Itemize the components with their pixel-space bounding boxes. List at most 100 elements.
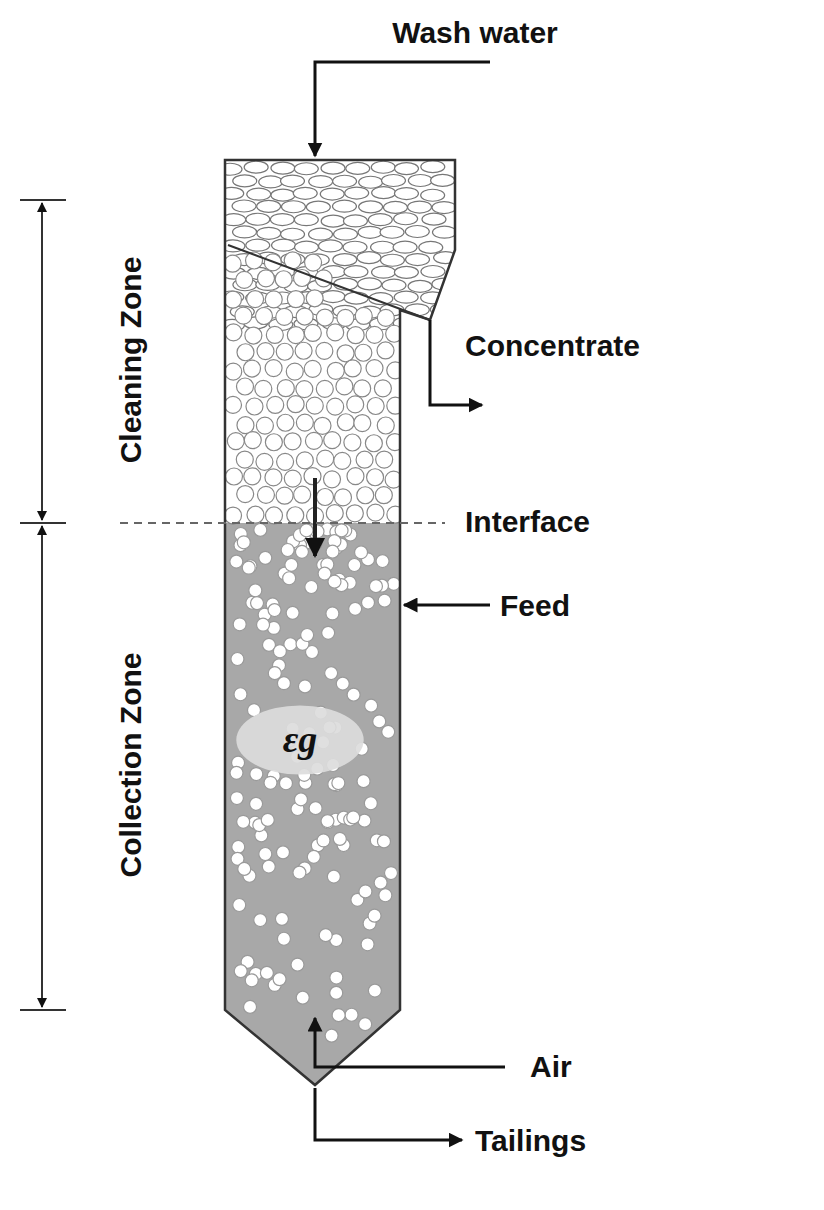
bubble — [346, 162, 370, 174]
bubble — [334, 228, 358, 240]
bubble — [279, 777, 292, 790]
bubble — [304, 468, 321, 485]
bubble — [287, 327, 304, 344]
bubble — [295, 545, 308, 558]
bubble — [382, 725, 395, 738]
bubble — [406, 254, 430, 266]
bubble — [321, 215, 345, 227]
bubble — [237, 417, 254, 434]
stream-label: Air — [530, 1050, 572, 1083]
bubble — [296, 308, 313, 325]
bubble — [408, 280, 432, 292]
bubble — [283, 572, 296, 585]
bubble — [332, 777, 345, 790]
bubble — [304, 324, 321, 341]
bubble — [231, 652, 244, 665]
bubble — [377, 417, 394, 434]
bubble — [304, 360, 321, 377]
bubble — [236, 451, 253, 468]
interface-line — [120, 522, 445, 524]
bubble — [272, 239, 296, 251]
bubble — [384, 867, 397, 880]
bubble — [368, 214, 392, 226]
bubble — [325, 667, 338, 680]
bubble — [225, 468, 242, 485]
bubble — [309, 176, 333, 188]
bubble — [334, 452, 351, 469]
bubbles — [218, 161, 458, 1042]
bubble — [224, 291, 241, 308]
bubble — [382, 279, 406, 291]
bubble — [328, 575, 341, 588]
bubble — [345, 1008, 358, 1021]
bubble — [281, 201, 305, 213]
symbol-label: εg — [283, 719, 318, 761]
bubble — [250, 797, 263, 810]
bubble — [422, 213, 446, 225]
bubble — [294, 486, 311, 503]
bubble — [265, 434, 282, 451]
bubble — [245, 327, 262, 344]
bubble — [254, 914, 267, 927]
tailings-arrow — [315, 1088, 462, 1140]
stream-label: Feed — [500, 589, 570, 622]
bubble — [347, 327, 364, 344]
bubble — [335, 524, 348, 537]
bubble — [358, 226, 382, 238]
bubble — [286, 606, 299, 619]
bubble — [347, 811, 360, 824]
bubble — [256, 453, 273, 470]
bubble — [394, 266, 418, 278]
bubble — [357, 252, 381, 264]
bubble — [275, 271, 292, 288]
bubble — [355, 546, 368, 559]
bubble — [332, 1009, 345, 1022]
bubble — [276, 308, 293, 325]
bubble — [234, 688, 247, 701]
bubble — [369, 580, 382, 593]
zone-label: Collection Zone — [114, 653, 147, 878]
bubble — [333, 832, 346, 845]
wash-water-arrow — [315, 62, 490, 156]
bubble — [326, 607, 339, 620]
air-arrow — [315, 1018, 505, 1067]
bubble — [245, 974, 258, 987]
bracket-tick — [20, 522, 66, 524]
bubble — [234, 965, 247, 978]
title-label: Wash water — [392, 16, 558, 49]
bubble — [257, 200, 281, 212]
bubble — [380, 226, 404, 238]
bubble — [321, 291, 345, 303]
bubble — [276, 846, 289, 859]
bubble — [357, 487, 374, 504]
bubble — [314, 417, 331, 434]
bubble — [336, 378, 353, 395]
bubble — [251, 597, 264, 610]
bubble — [359, 176, 383, 188]
bubble — [376, 451, 393, 468]
bubble — [287, 507, 304, 524]
bubble — [257, 343, 274, 360]
bubble — [405, 226, 429, 238]
bubble — [324, 471, 341, 488]
bubble — [294, 241, 318, 253]
gas-holdup-blob: εg — [235, 704, 365, 776]
bubble — [265, 507, 282, 524]
bubble — [333, 175, 357, 187]
bubble — [260, 966, 273, 979]
bubble — [286, 363, 303, 380]
bubble — [261, 813, 274, 826]
bubble — [421, 266, 445, 278]
bubble — [347, 688, 360, 701]
bubble — [277, 414, 294, 431]
bubble — [356, 451, 373, 468]
bubble — [276, 487, 293, 504]
bubble — [225, 396, 242, 413]
bubble — [246, 213, 270, 225]
bubble — [232, 200, 256, 212]
bubble — [345, 187, 369, 199]
bubble — [284, 470, 301, 487]
bubble — [347, 468, 364, 485]
bubble — [227, 433, 244, 450]
